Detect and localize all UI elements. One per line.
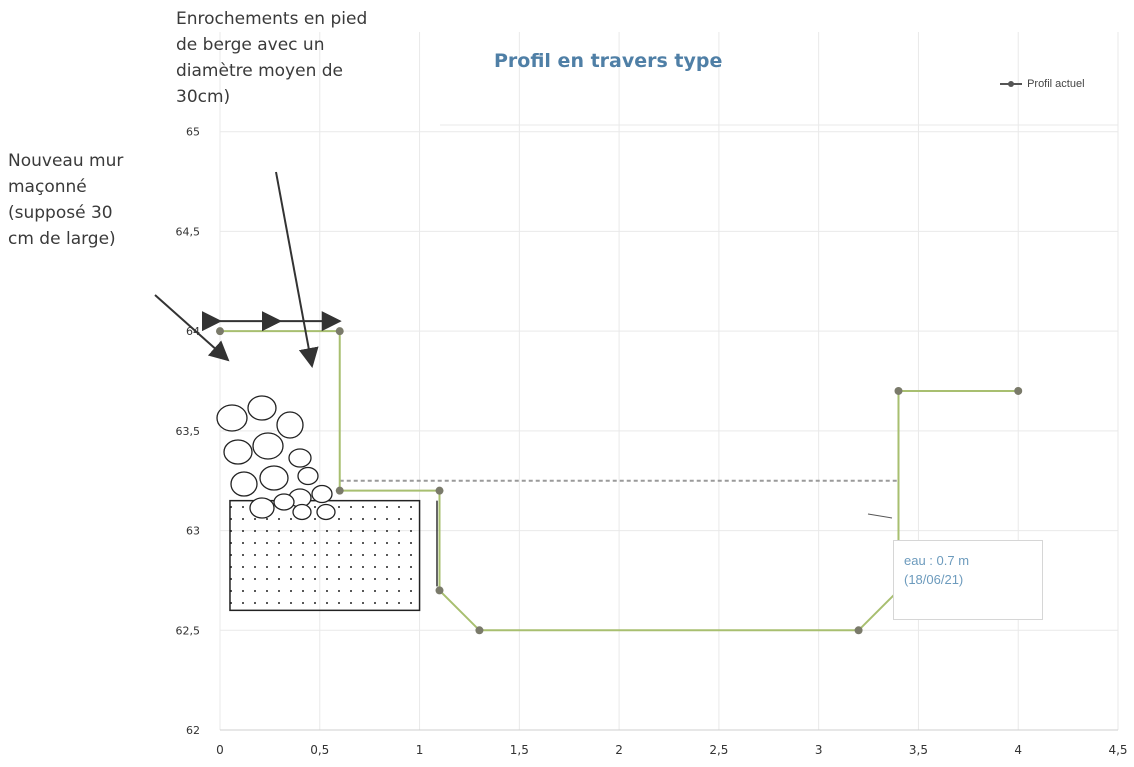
annotation-mur: Nouveau mur maçonné (supposé 30 cm de la… (8, 148, 123, 252)
data-point (1014, 386, 1023, 395)
annotation-line: Nouveau mur (8, 151, 124, 171)
x-tick-label: 2 (615, 743, 623, 757)
callout-line: eau : 0.7 m (904, 553, 970, 568)
mur-leader-arrow (154, 294, 230, 362)
x-tick-label: 3 (815, 743, 823, 757)
riprap-stone (276, 411, 304, 439)
riprap-stone (259, 465, 289, 491)
riprap-stone (292, 503, 312, 521)
x-tick-label: 2,5 (709, 743, 728, 757)
data-point (435, 486, 444, 495)
y-tick-label: 62 (186, 724, 200, 737)
x-tick-label: 3,5 (909, 743, 928, 757)
data-point (475, 626, 484, 635)
legend-line-marker-icon (1000, 81, 1022, 88)
data-point (335, 486, 344, 495)
callout-leader-line (867, 513, 893, 519)
legend: Profil actuel (1000, 78, 1085, 90)
annotation-enrochements: Enrochements en pied de berge avec un di… (176, 6, 367, 110)
annotation-line: Enrochements en pied (176, 9, 368, 29)
riprap-stone (247, 395, 277, 421)
riprap-stone (252, 432, 284, 460)
chart-title: Profil en travers type (494, 50, 723, 72)
x-tick-label: 1,5 (510, 743, 529, 757)
x-tick-label: 4,5 (1108, 743, 1127, 757)
riprap-stone (288, 448, 312, 468)
annotation-line: de berge avec un (176, 35, 325, 55)
riprap-stone (249, 497, 275, 519)
riprap-stone (230, 471, 258, 497)
annotation-line: (supposé 30 (8, 203, 113, 223)
riprap-stone (216, 404, 248, 432)
x-tick-label: 1 (416, 743, 424, 757)
x-tick-label: 0,5 (310, 743, 329, 757)
data-point (894, 386, 903, 395)
series-line (220, 330, 1019, 632)
annotation-line: maçonné (8, 177, 87, 197)
y-tick-label: 64 (186, 325, 200, 338)
riprap-stone (223, 439, 253, 465)
riprap-stone (297, 466, 319, 486)
data-point (335, 327, 344, 336)
y-tick-label: 64,5 (176, 225, 201, 238)
annotation-line: 30cm) (176, 87, 231, 107)
water-level-callout: eau : 0.7 m (18/06/21) (893, 540, 1043, 620)
y-tick-label: 63 (186, 525, 200, 538)
riprap-stone (273, 493, 295, 511)
callout-line: (18/06/21) (904, 572, 964, 587)
y-tick-label: 62,5 (176, 624, 201, 637)
data-point (216, 327, 224, 336)
annotation-line: diamètre moyen de (176, 61, 344, 81)
annotation-line: cm de large) (8, 229, 116, 249)
data-point (435, 586, 444, 595)
y-tick-label: 65 (186, 126, 200, 139)
legend-label: Profil actuel (1027, 78, 1085, 90)
data-point (854, 626, 863, 635)
x-tick-label: 4 (1014, 743, 1022, 757)
x-tick-label: 0 (216, 743, 224, 757)
y-tick-label: 63,5 (176, 425, 201, 438)
riprap-stone (316, 503, 336, 521)
riprap-stone (311, 484, 333, 504)
enrochement-leader-arrow (275, 171, 319, 368)
